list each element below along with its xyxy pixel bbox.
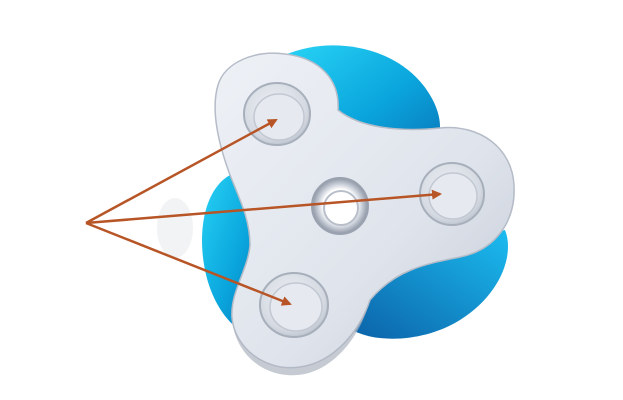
bearing-pocket-right-inner — [428, 172, 478, 220]
bearing-pocket-bottom-inner — [269, 282, 323, 332]
arrow-icon — [85, 221, 292, 306]
center-bearing-hole — [323, 190, 359, 226]
arrow-icon — [85, 118, 278, 225]
spinner-body — [214, 52, 515, 376]
spinner-frame-edge — [232, 300, 370, 376]
background-shadow — [157, 198, 193, 258]
arrow-icon — [85, 189, 442, 225]
rotor-bottom-right — [340, 230, 508, 339]
bearing-pocket-top-inner — [253, 93, 305, 141]
pointer-arrows — [85, 118, 442, 306]
